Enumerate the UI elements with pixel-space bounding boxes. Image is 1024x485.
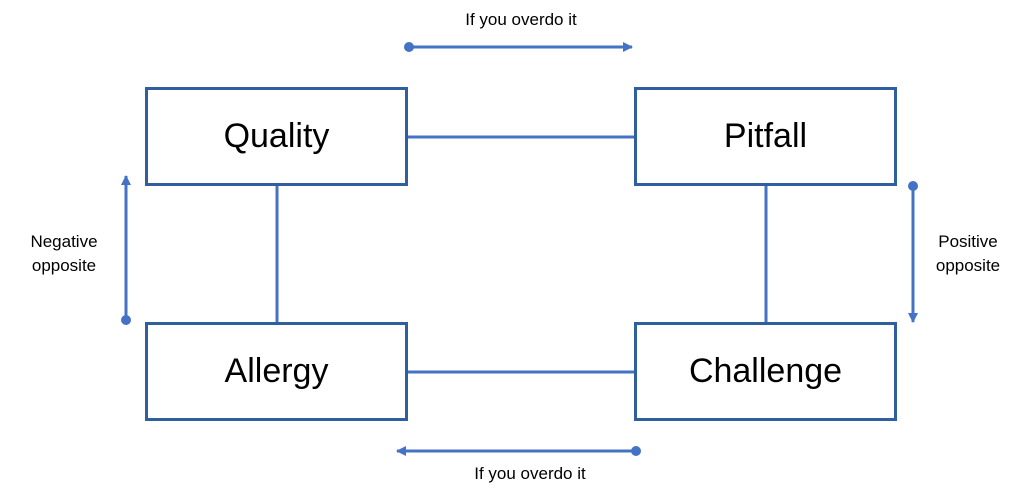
arrow-right (908, 181, 918, 323)
arrow-top-label: If you overdo it (407, 8, 635, 32)
challenge-box: Challenge (634, 322, 897, 421)
pitfall-box: Pitfall (634, 87, 897, 186)
arrow-bottom-label: If you overdo it (416, 462, 644, 485)
arrow-left-label-line1: Negative (30, 232, 98, 251)
arrow-top (404, 42, 633, 52)
arrow-left-label-line2: opposite (31, 256, 97, 275)
allergy-box: Allergy (145, 322, 408, 421)
quality-box: Quality (145, 87, 408, 186)
arrow-right-label-line1: Positive (938, 232, 998, 251)
arrow-left-label: Negative opposite (8, 230, 120, 278)
quality-label: Quality (223, 117, 330, 155)
pitfall-label: Pitfall (723, 117, 808, 155)
arrow-right-label: Positive opposite (912, 230, 1024, 278)
arrow-bottom (396, 446, 641, 456)
arrow-bottom-label-text: If you overdo it (474, 464, 586, 483)
allergy-label: Allergy (224, 352, 329, 390)
challenge-label: Challenge (688, 352, 843, 390)
arrow-left (121, 175, 131, 325)
arrow-top-label-text: If you overdo it (465, 10, 577, 29)
arrow-right-label-line2: opposite (935, 256, 1001, 275)
